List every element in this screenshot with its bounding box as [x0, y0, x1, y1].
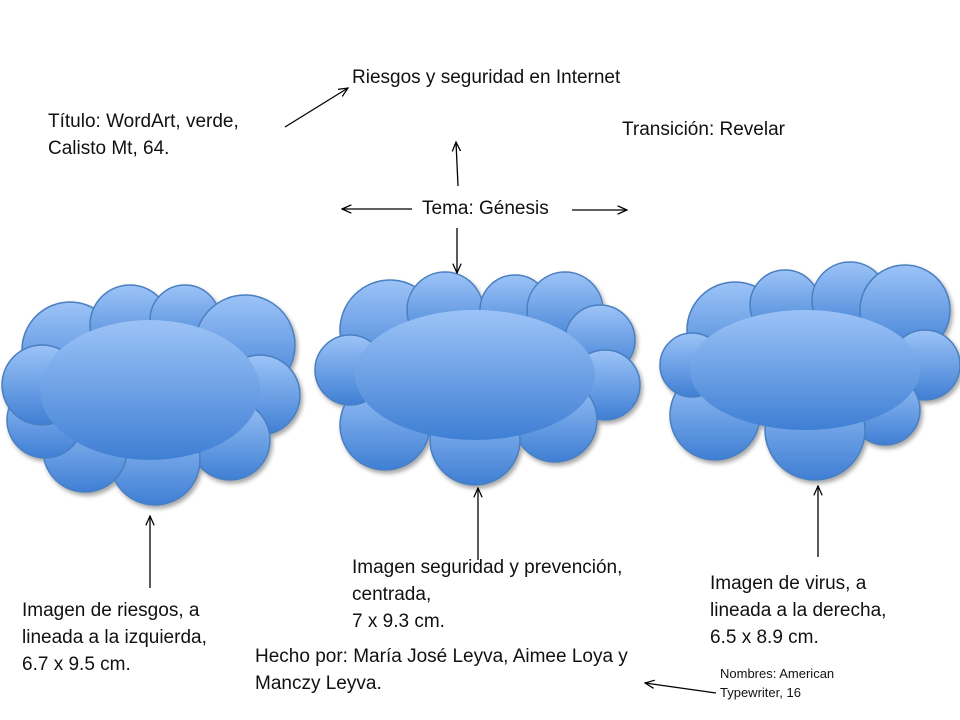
font-note-line-2: Typewriter, 16	[720, 685, 801, 700]
font-note: Nombres: American Typewriter, 16	[720, 664, 834, 702]
cloud-image-virus	[659, 261, 960, 481]
transition-note: Transición: Revelar	[622, 116, 785, 143]
theme-note: Tema: Génesis	[422, 195, 549, 222]
center-image-note-line-2: centrada,	[352, 584, 432, 605]
arrow-theme-up	[456, 142, 458, 187]
right-image-note-line-2: lineada a la derecha,	[710, 600, 887, 621]
left-image-note-line-1: Imagen de riesgos, a	[22, 600, 200, 621]
title-format-note-line-1: Título: WordArt, verde,	[48, 111, 239, 132]
arrow-to-authors	[645, 683, 717, 694]
title-text-line: Riesgos y seguridad en Internet	[352, 67, 621, 88]
right-image-note-line-1: Imagen de virus, a	[710, 573, 867, 594]
center-image-note-line-3: 7 x 9.3 cm.	[352, 611, 445, 632]
authors-note-line-2: Manczy Leyva.	[255, 673, 382, 694]
left-image-note-line-2: lineada a la izquierda,	[22, 627, 207, 648]
title-format-note-line-2: Calisto Mt, 64.	[48, 138, 170, 159]
arrow-to-title	[284, 88, 348, 128]
right-image-note-line-3: 6.5 x 8.9 cm.	[710, 627, 819, 648]
cloud-image-seguridad	[314, 271, 641, 486]
font-note-line-1: Nombres: American	[720, 666, 835, 681]
left-image-note: Imagen de riesgos, a lineada a la izquie…	[22, 597, 207, 678]
authors-note-line-1: Hecho por: María José Leyva, Aimee Loya …	[255, 646, 628, 667]
center-image-note: Imagen seguridad y prevención, centrada,…	[352, 554, 622, 635]
title-format-note: Título: WordArt, verde, Calisto Mt, 64.	[48, 108, 239, 162]
center-image-note-line-1: Imagen seguridad y prevención,	[352, 557, 623, 578]
theme-note-line: Tema: Génesis	[422, 198, 549, 219]
right-image-note: Imagen de virus, a lineada a la derecha,…	[710, 570, 886, 651]
title-text: Riesgos y seguridad en Internet	[352, 64, 620, 91]
transition-note-line: Transición: Revelar	[622, 119, 785, 140]
cloud-image-riesgos	[1, 284, 301, 506]
left-image-note-line-3: 6.7 x 9.5 cm.	[22, 654, 131, 675]
authors-note: Hecho por: María José Leyva, Aimee Loya …	[255, 643, 628, 697]
